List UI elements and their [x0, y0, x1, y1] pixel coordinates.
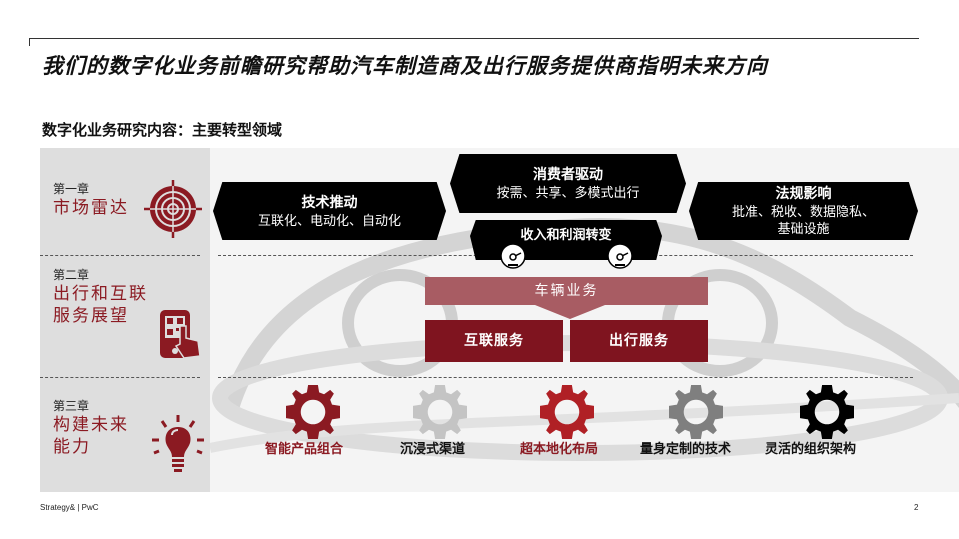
- driver-title: 技术推动: [301, 194, 358, 211]
- chapter-number: 第三章: [53, 399, 90, 413]
- gear-icon: [413, 385, 467, 439]
- chapter-2[interactable]: 第二章 出行和互联 服务展望: [53, 266, 148, 327]
- section-subtitle: 数字化业务研究内容：主要转型领域: [42, 121, 283, 139]
- mobility-services-box[interactable]: 出行服务: [570, 320, 708, 362]
- capability-label: 灵活的组织架构: [765, 442, 857, 457]
- revenue-shift-box[interactable]: 收入和利润转变: [470, 220, 662, 260]
- divider-1: [40, 255, 200, 256]
- chapter-name: 市场雷达: [53, 198, 129, 218]
- gear-icon: [800, 385, 854, 439]
- driver-regulation[interactable]: 法规影响 批准、税收、数据隐私、 基础设施: [689, 182, 918, 240]
- chapter-name-line-2: 能力: [53, 437, 91, 457]
- driver-title: 法规影响: [775, 186, 832, 202]
- gear-icon: [669, 385, 723, 439]
- driver-consumer[interactable]: 消费者驱动 按需、共享、多模式出行: [450, 154, 686, 213]
- capability-label: 智能产品组合: [265, 442, 344, 457]
- capability-label: 量身定制的技术: [640, 442, 732, 457]
- driver-desc-line-1: 批准、税收、数据隐私、: [731, 205, 875, 220]
- chapter-name-line-2: 服务展望: [53, 306, 129, 326]
- driver-desc: 互联化、电动化、自动化: [257, 213, 401, 229]
- chapter-name-line-1: 构建未来: [53, 415, 129, 435]
- top-rule: [29, 38, 919, 39]
- chapter-number: 第一章: [53, 182, 90, 196]
- driver-desc-line-2: 基础设施: [777, 222, 830, 237]
- gear-icon: [286, 385, 340, 439]
- page-number: 2: [914, 503, 919, 512]
- revenue-shift-label: 收入和利润转变: [520, 228, 612, 243]
- divider-2: [40, 377, 200, 378]
- divider-2-main: [218, 377, 913, 378]
- top-rule-tick: [29, 38, 30, 46]
- chapter-name-line-1: 出行和互联: [53, 284, 148, 304]
- driver-title: 消费者驱动: [533, 167, 603, 183]
- speedometer-icon: [607, 243, 633, 269]
- chapter-3[interactable]: 第三章 构建未来 能力: [53, 397, 129, 458]
- chapter-1[interactable]: 第一章 市场雷达: [53, 180, 129, 219]
- capability-label: 沉浸式渠道: [400, 442, 466, 457]
- phone-qr-tap-icon: [160, 310, 201, 359]
- capability-label: 超本地化布局: [520, 442, 599, 457]
- gear-icon: [540, 385, 594, 439]
- connected-services-box[interactable]: 互联服务: [425, 320, 563, 362]
- speedometer-icon: [500, 243, 526, 269]
- driver-tech-push[interactable]: 技术推动 互联化、电动化、自动化: [213, 182, 446, 240]
- footer-brand: Strategy& | PwC: [40, 503, 99, 512]
- lightbulb-icon: [152, 415, 204, 472]
- down-arrow-icon: [535, 305, 605, 319]
- driver-desc: 按需、共享、多模式出行: [496, 186, 640, 201]
- target-radar-icon: [144, 180, 202, 238]
- vehicle-business-box[interactable]: 车辆业务: [425, 277, 708, 305]
- page-title: 我们的数字化业务前瞻研究帮助汽车制造商及出行服务提供商指明未来方向: [42, 53, 768, 78]
- chapter-number: 第二章: [53, 268, 90, 282]
